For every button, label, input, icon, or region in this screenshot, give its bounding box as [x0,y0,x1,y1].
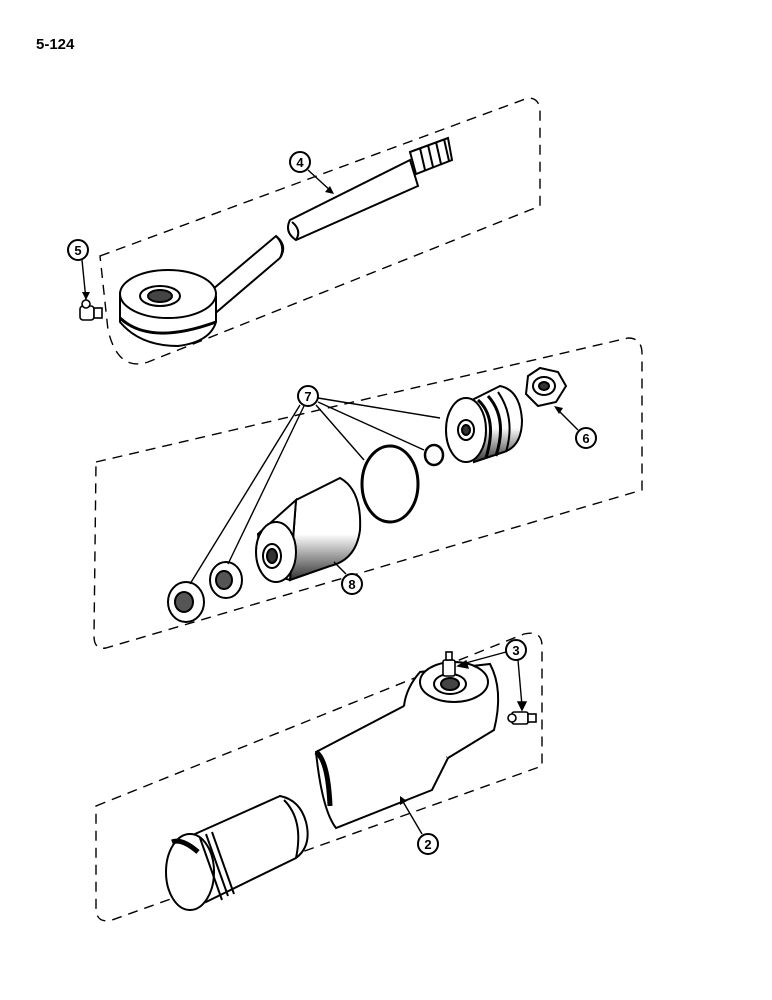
grease-fitting-5 [79,299,103,321]
callout-8: 8 [333,561,363,595]
callout-3: 3 [456,639,528,712]
callout-4: 4 [289,151,334,194]
piston [445,384,524,464]
svg-text:8: 8 [348,577,355,592]
svg-text:5: 5 [74,243,81,258]
piston-rod [118,136,454,348]
cylinder-head-8 [255,476,362,583]
page-number: 5-124 [36,36,75,53]
large-o-ring [360,444,420,524]
svg-text:4: 4 [296,155,304,170]
piston-group-dashed-boundary [93,337,643,649]
callout-2: 2 [400,796,439,855]
grease-fitting-side [507,711,537,725]
cylinder-barrel-front [165,794,309,911]
cylinder-barrel-rear [314,661,500,830]
callout-6: 6 [554,406,597,449]
seal-ring-left [167,581,205,623]
callout-7: 7 [189,385,441,585]
svg-text:7: 7 [304,389,311,404]
small-o-ring [423,443,445,467]
grease-fitting-top [442,651,456,677]
hex-nut-6 [524,366,568,408]
svg-text:2: 2 [424,837,431,852]
callout-5: 5 [67,239,90,301]
seal-ring-right [209,561,243,599]
svg-text:3: 3 [512,643,519,658]
svg-text:6: 6 [582,431,589,446]
rod-group-dashed-boundary [99,97,541,365]
